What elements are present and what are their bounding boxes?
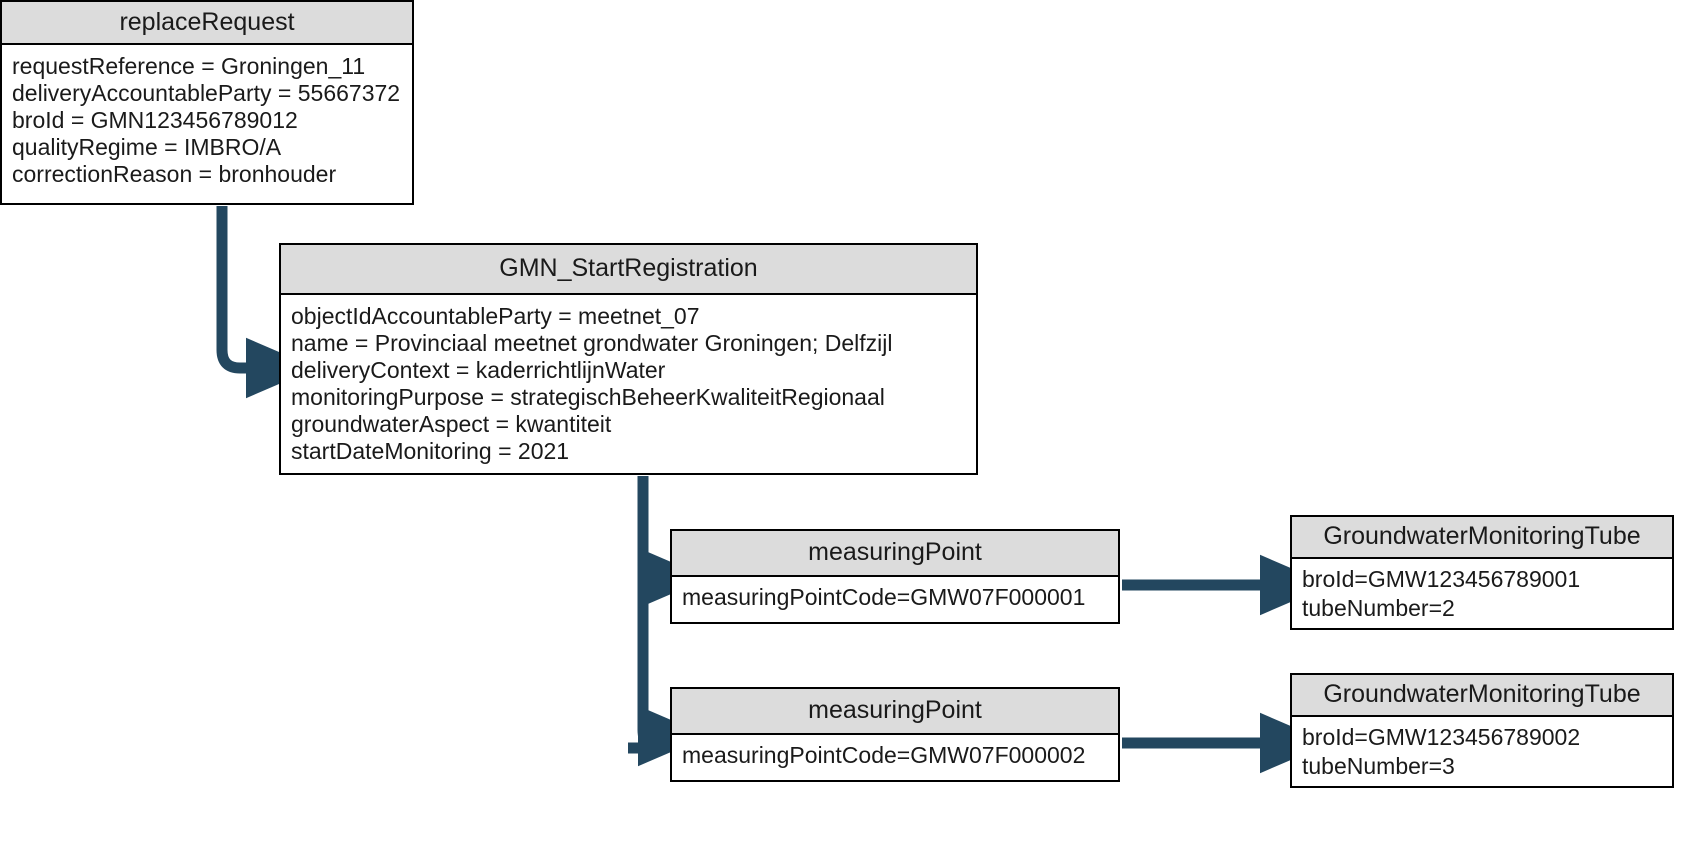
attribute-tube-number-1: tubeNumber=2 — [1302, 594, 1455, 621]
node-measuring-point-2[interactable]: measuringPoint measuringPointCode=GMW07F… — [670, 687, 1120, 782]
attribute-name: name = Provinciaal meetnet grondwater Gr… — [291, 329, 893, 356]
attribute-tube-bro-id-2: broId=GMW123456789002 — [1302, 724, 1581, 750]
node-title-groundwater-monitoring-tube-1: GroundwaterMonitoringTube — [1292, 517, 1672, 559]
node-title-gmn-start-registration: GMN_StartRegistration — [281, 245, 976, 295]
node-body-groundwater-monitoring-tube-1: broId=GMW123456789001 tubeNumber=2 — [1292, 559, 1672, 633]
node-gmn-start-registration[interactable]: GMN_StartRegistration objectIdAccountabl… — [279, 243, 978, 475]
attribute-object-id-accountable-party: objectIdAccountableParty = meetnet_07 — [291, 303, 700, 329]
attribute-correction-reason: correctionReason = bronhouder — [12, 160, 337, 187]
node-body-groundwater-monitoring-tube-2: broId=GMW123456789002 tubeNumber=3 — [1292, 717, 1672, 791]
attribute-bro-id: broId = GMN123456789012 — [12, 106, 298, 133]
node-replace-request[interactable]: replaceRequest requestReference = Gronin… — [0, 0, 414, 205]
node-groundwater-monitoring-tube-2[interactable]: GroundwaterMonitoringTube broId=GMW12345… — [1290, 673, 1674, 788]
edge-replace-request-to-gmn-start — [216, 206, 317, 399]
node-body-gmn-start-registration: objectIdAccountableParty = meetnet_07 na… — [281, 295, 976, 474]
attribute-request-reference: requestReference = Groningen_11 — [12, 53, 366, 79]
attribute-quality-regime: qualityRegime = IMBRO/A — [12, 133, 282, 160]
node-measuring-point-1[interactable]: measuringPoint measuringPointCode=GMW07F… — [670, 529, 1120, 624]
attribute-tube-bro-id-1: broId=GMW123456789001 — [1302, 566, 1581, 592]
attribute-measuring-point-code-1: measuringPointCode=GMW07F000001 — [682, 584, 1086, 610]
node-body-replace-request: requestReference = Groningen_11 delivery… — [2, 45, 412, 198]
attribute-delivery-context: deliveryContext = kaderrichtlijnWater — [291, 356, 666, 383]
node-body-measuring-point-1: measuringPointCode=GMW07F000001 — [672, 577, 1118, 622]
attribute-start-date-monitoring: startDateMonitoring = 2021 — [291, 437, 570, 464]
attribute-delivery-accountable-party: deliveryAccountableParty = 55667372 — [12, 79, 401, 106]
node-groundwater-monitoring-tube-1[interactable]: GroundwaterMonitoringTube broId=GMW12345… — [1290, 515, 1674, 630]
attribute-tube-number-2: tubeNumber=3 — [1302, 752, 1455, 779]
node-title-measuring-point-1: measuringPoint — [672, 531, 1118, 577]
edge-gmn-start-to-measuring-point-1 — [637, 547, 709, 609]
attribute-monitoring-purpose: monitoringPurpose = strategischBeheerKwa… — [291, 383, 885, 410]
node-title-replace-request: replaceRequest — [2, 2, 412, 45]
attribute-measuring-point-code-2: measuringPointCode=GMW07F000002 — [682, 742, 1086, 768]
edge-gmn-start-trunk — [628, 476, 662, 754]
attribute-groundwater-aspect: groundwaterAspect = kwantiteit — [291, 410, 612, 437]
node-body-measuring-point-2: measuringPointCode=GMW07F000002 — [672, 735, 1118, 780]
node-title-groundwater-monitoring-tube-2: GroundwaterMonitoringTube — [1292, 675, 1672, 717]
node-title-measuring-point-2: measuringPoint — [672, 689, 1118, 735]
